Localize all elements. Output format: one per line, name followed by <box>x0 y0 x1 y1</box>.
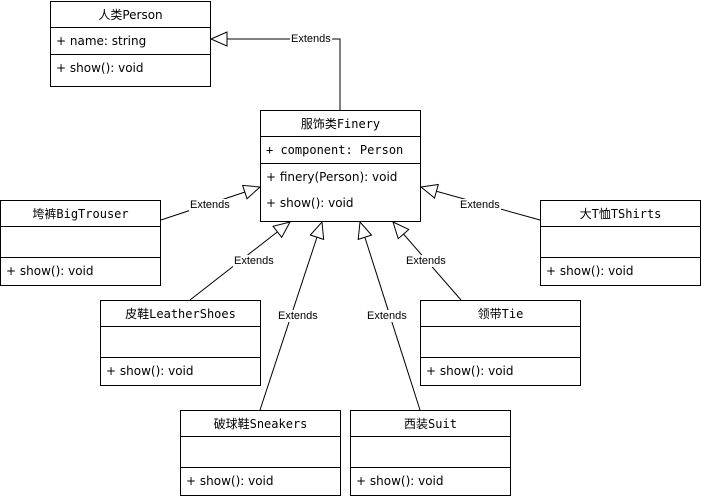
edge-label-sneakers: Extends <box>277 310 319 322</box>
class-attributes <box>101 327 260 358</box>
attribute: + name: string <box>56 34 147 48</box>
class-tie[interactable]: 领带Tie + show(): void <box>420 300 581 386</box>
edge-label-bigtrouser: Extends <box>189 199 231 211</box>
class-methods: + show(): void <box>101 358 260 384</box>
edge-label-leathershoes: Extends <box>233 255 275 267</box>
class-methods: + show(): void <box>541 258 700 284</box>
class-attributes: + component: Person <box>261 137 420 164</box>
method: + show(): void <box>6 264 94 278</box>
class-title: 大T恤TShirts <box>541 201 700 227</box>
class-person[interactable]: 人类Person + name: string + show(): void <box>50 1 211 87</box>
edge-label-suit: Extends <box>366 310 408 322</box>
class-title: 破球鞋Sneakers <box>181 411 340 437</box>
class-attributes <box>1 227 160 258</box>
attribute: + component: Person <box>266 143 404 157</box>
class-title: 人类Person <box>51 2 210 28</box>
method: + show(): void <box>546 264 634 278</box>
class-methods: + show(): void <box>421 358 580 384</box>
generalization-arrowhead <box>272 221 291 239</box>
class-bigtrouser[interactable]: 垮裤BigTrouser + show(): void <box>0 200 161 286</box>
class-methods: + show(): void <box>181 468 340 494</box>
class-title: 皮鞋LeatherShoes <box>101 301 260 327</box>
method: + show(): void <box>356 474 444 488</box>
class-finery[interactable]: 服饰类Finery + component: Person + finery(P… <box>260 110 421 222</box>
class-suit[interactable]: 西装Suit + show(): void <box>350 410 511 496</box>
method: + show(): void <box>426 364 514 378</box>
class-attributes <box>421 327 580 358</box>
edge-finery-person <box>211 38 341 110</box>
class-attributes <box>181 437 340 468</box>
class-attributes: + name: string <box>51 28 210 55</box>
class-title: 领带Tie <box>421 301 580 327</box>
class-methods: + show(): void <box>1 258 160 284</box>
class-tshirts[interactable]: 大T恤TShirts + show(): void <box>540 200 701 286</box>
class-attributes <box>541 227 700 258</box>
method: + finery(Person): void <box>266 170 398 184</box>
edge-label-tie: Extends <box>405 255 447 267</box>
edge-label-finery-person: Extends <box>290 33 332 45</box>
class-methods: + show(): void <box>51 55 210 81</box>
method: + show(): void <box>106 364 194 378</box>
class-methods: + show(): void <box>351 468 510 494</box>
generalization-arrowhead <box>392 221 410 240</box>
generalization-arrowhead <box>209 31 228 47</box>
generalization-arrowhead <box>357 220 373 241</box>
method: + show(): void <box>56 61 144 75</box>
class-leathershoes[interactable]: 皮鞋LeatherShoes + show(): void <box>100 300 261 386</box>
class-title: 服饰类Finery <box>261 111 420 137</box>
class-attributes <box>351 437 510 468</box>
class-title: 西装Suit <box>351 411 510 437</box>
generalization-arrowhead <box>309 220 325 241</box>
generalization-arrowhead <box>419 183 439 199</box>
method: + show(): void <box>266 196 354 210</box>
generalization-arrowhead <box>241 184 262 200</box>
method: + show(): void <box>186 474 274 488</box>
class-methods: + finery(Person): void + show(): void <box>261 164 420 216</box>
class-title: 垮裤BigTrouser <box>1 201 160 227</box>
class-sneakers[interactable]: 破球鞋Sneakers + show(): void <box>180 410 341 496</box>
edge-label-tshirts: Extends <box>459 199 501 211</box>
